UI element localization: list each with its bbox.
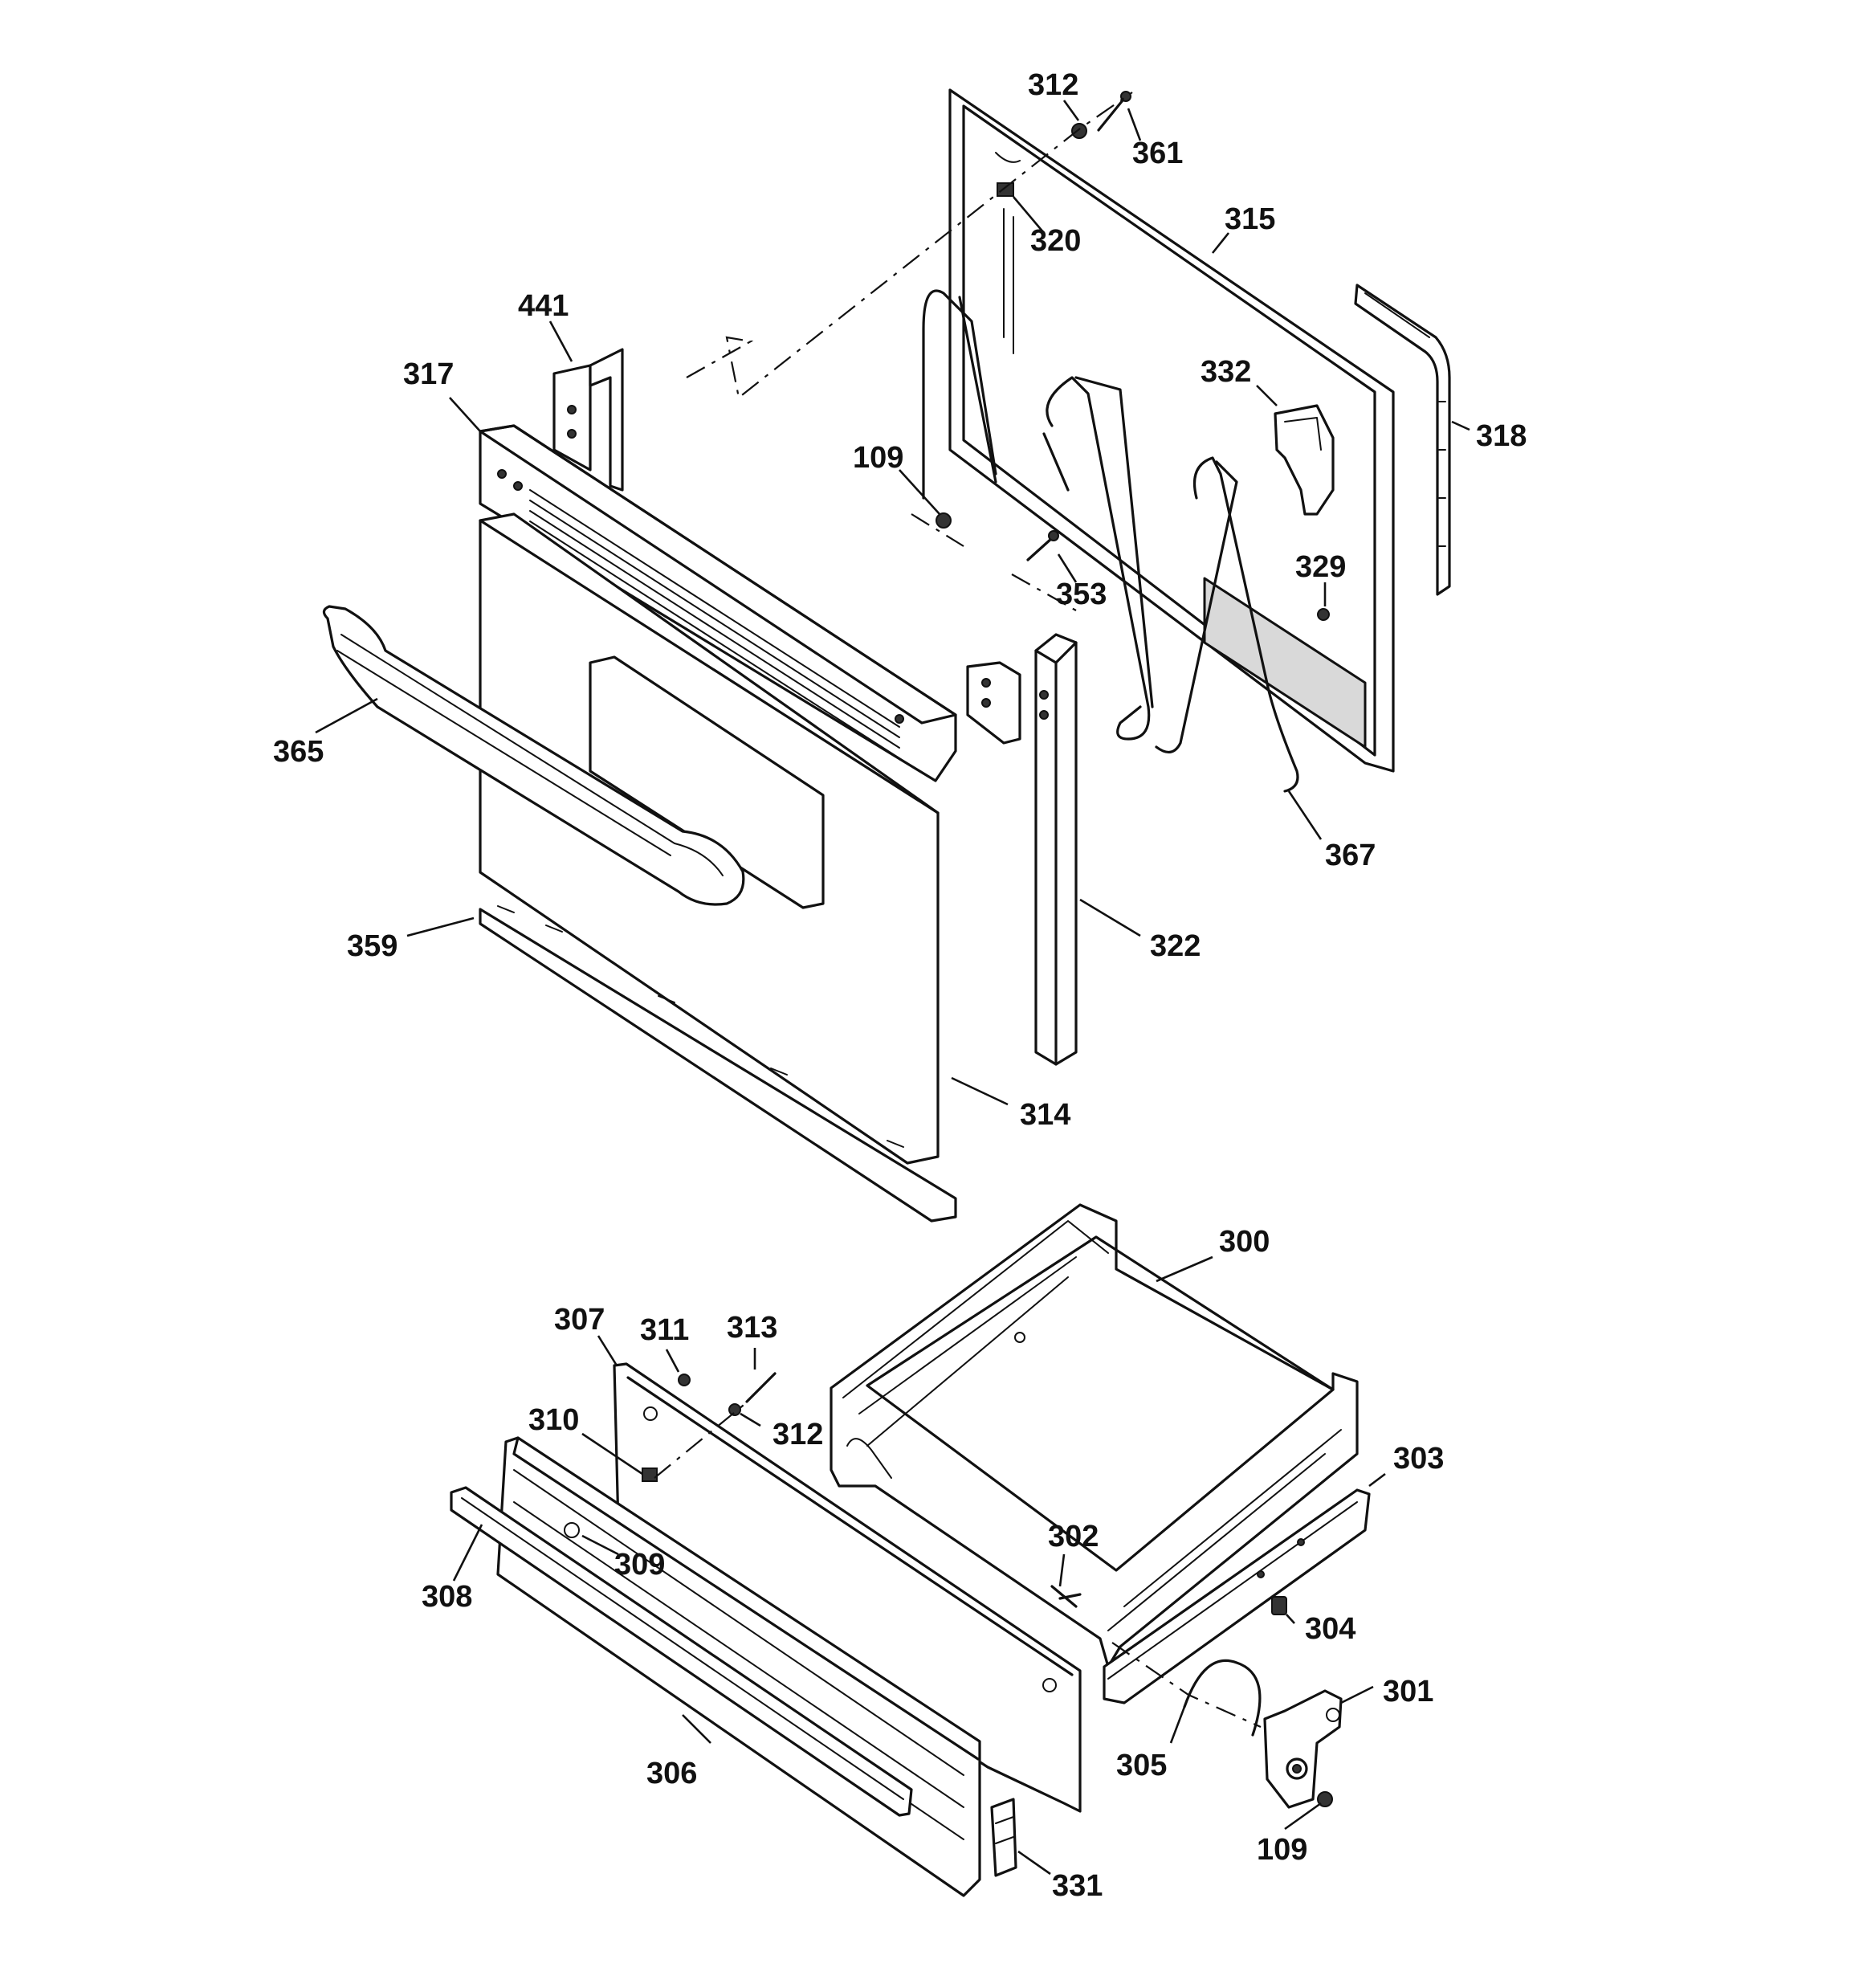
nut-312-top	[1071, 123, 1087, 139]
top-trim-317	[479, 424, 957, 782]
label-301: 301	[1383, 1675, 1433, 1708]
drawer-handle-308	[450, 1486, 913, 1817]
assembly-axis-hinge	[911, 513, 1077, 611]
label-300: 300	[1219, 1225, 1270, 1259]
label-303: 303	[1393, 1442, 1444, 1476]
label-312-bottom: 312	[773, 1418, 823, 1451]
label-329: 329	[1295, 550, 1346, 584]
drawer-rail-303	[1103, 1488, 1371, 1704]
nut-109-top	[936, 512, 952, 529]
label-311: 311	[640, 1313, 689, 1347]
side-post-322	[966, 633, 1078, 1066]
label-310: 310	[528, 1403, 579, 1437]
label-307: 307	[554, 1303, 605, 1337]
label-320: 320	[1030, 224, 1081, 258]
door-handle-365	[322, 605, 745, 906]
label-318: 318	[1476, 419, 1527, 453]
clip-310	[642, 1468, 658, 1482]
nut-311	[678, 1374, 691, 1386]
label-365: 365	[273, 735, 324, 769]
bracket-331	[990, 1798, 1017, 1877]
label-306: 306	[646, 1757, 697, 1790]
label-353: 353	[1056, 578, 1107, 611]
label-332: 332	[1201, 355, 1251, 389]
hinge-bracket-441	[552, 348, 624, 492]
label-359: 359	[347, 929, 397, 963]
screw-361	[1097, 91, 1131, 132]
clip-320	[997, 182, 1014, 197]
bracket-332	[1274, 404, 1335, 516]
label-312-top: 312	[1028, 68, 1078, 102]
door-inner-panel-315	[948, 88, 1395, 773]
label-305: 305	[1116, 1749, 1167, 1782]
label-315: 315	[1225, 202, 1275, 236]
screw-329	[1317, 608, 1330, 621]
drawer-body-300	[830, 1203, 1359, 1668]
leader-lines	[315, 100, 1470, 1876]
label-361: 361	[1132, 137, 1183, 170]
assembly-axis-drawer-rail	[1111, 1642, 1262, 1729]
label-308: 308	[422, 1580, 472, 1614]
bolt-302	[1050, 1585, 1082, 1608]
assembly-axis-top	[686, 92, 1133, 399]
bracket-301	[1263, 1689, 1343, 1809]
assembly-axis-drawer	[654, 1377, 772, 1479]
label-441: 441	[518, 289, 569, 323]
label-304: 304	[1305, 1612, 1355, 1646]
nut-109-bottom	[1317, 1791, 1333, 1807]
screw-353	[1026, 530, 1059, 561]
label-322: 322	[1150, 929, 1201, 963]
spring-305	[1183, 1659, 1262, 1737]
label-331: 331	[1052, 1869, 1103, 1903]
label-309: 309	[614, 1548, 665, 1582]
door-gasket-318	[1354, 284, 1451, 596]
label-313: 313	[727, 1311, 777, 1345]
part-labels: 312 361 320 315 441 317 332 318 109 353 …	[273, 68, 1527, 1903]
label-367: 367	[1325, 839, 1376, 872]
label-314: 314	[1020, 1098, 1070, 1132]
roller-304	[1271, 1596, 1287, 1615]
nut-312-bottom	[728, 1403, 741, 1416]
label-109-bottom: 109	[1257, 1833, 1307, 1867]
label-109-top: 109	[853, 441, 903, 475]
label-317: 317	[403, 357, 454, 391]
label-302: 302	[1048, 1520, 1099, 1553]
bottom-trim-359	[479, 905, 957, 1223]
door-hinge-wires	[922, 289, 1299, 793]
